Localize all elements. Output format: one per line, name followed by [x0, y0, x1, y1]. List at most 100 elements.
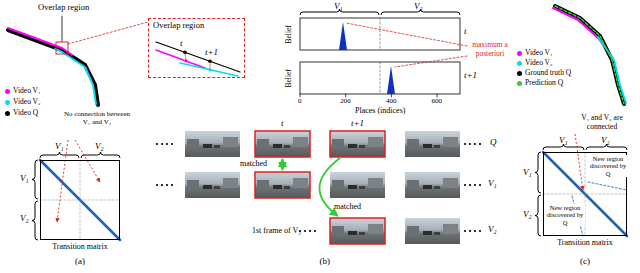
transition-matrix: Transition matrix — [40, 160, 120, 240]
tick-mark — [391, 94, 392, 97]
building — [223, 137, 238, 147]
legend-entry: Video Q — [5, 108, 38, 118]
ellipsis-dot — [479, 184, 481, 186]
legend-swatch — [5, 89, 10, 94]
prediction-line — [555, 6, 624, 104]
plot-axes — [300, 62, 460, 94]
matrix-diagonal — [40, 160, 120, 240]
legend-text: Video V₁ — [525, 48, 553, 57]
street-frame — [185, 131, 240, 157]
legend-text: Prediction Q — [525, 78, 563, 87]
segment-divider — [380, 62, 381, 94]
legend-entry: Video V₂ — [5, 97, 41, 107]
legend-entry: Video V₁ — [517, 48, 553, 58]
axis-label: V₂ — [414, 1, 423, 11]
building — [257, 180, 269, 188]
legend-swatch — [517, 51, 522, 56]
axis-label: V₁ — [523, 167, 532, 177]
legend-swatch — [5, 111, 10, 116]
axis-label: V₂ — [20, 213, 29, 223]
frame-border — [255, 131, 310, 157]
legend-text: Video Q — [13, 108, 38, 117]
axis-label: V₂ — [523, 209, 532, 219]
ellipsis-dot — [156, 143, 158, 145]
route-video-v2 — [55, 49, 96, 104]
building — [407, 139, 419, 147]
frame-image — [405, 131, 460, 157]
axis-label: V₂ — [95, 141, 104, 151]
ellipsis-dot — [469, 143, 471, 145]
match-label: matched — [240, 159, 267, 168]
car — [423, 231, 432, 235]
frame-image — [330, 218, 385, 244]
match-line — [210, 62, 211, 69]
car — [284, 145, 290, 148]
axis-title: Places (indices) — [355, 106, 405, 115]
brace — [32, 201, 38, 240]
legend-swatch — [517, 71, 522, 76]
note: V₁ and V₂ are connected — [568, 114, 636, 131]
ellipsis-dot — [474, 184, 476, 186]
legend-swatch — [5, 100, 10, 105]
overlap-box — [56, 42, 68, 54]
car — [359, 186, 365, 189]
car — [284, 186, 290, 189]
building — [368, 224, 383, 234]
route-video-v2 — [180, 63, 238, 76]
street-frame — [330, 218, 385, 244]
belief-peak — [387, 66, 395, 94]
tick-label: 600 — [432, 97, 443, 105]
ellipsis-dot — [171, 143, 173, 145]
tick-label: 0 — [298, 97, 302, 105]
legend-text: Video V₁ — [13, 86, 41, 95]
axis-label: V₁ — [559, 135, 568, 145]
street-frame — [255, 172, 310, 198]
frame-image — [330, 172, 385, 198]
match-label: matched — [334, 202, 361, 211]
brace — [40, 152, 79, 158]
ellipsis-dot — [304, 230, 306, 232]
row-label: V₂ — [488, 224, 497, 234]
frame-border — [185, 172, 240, 198]
legend-swatch — [517, 81, 522, 86]
building — [368, 178, 383, 188]
ellipsis-dot — [479, 143, 481, 145]
car — [423, 185, 432, 189]
leader-line — [346, 23, 467, 46]
position-label: t+1 — [205, 47, 218, 57]
street-frame — [405, 172, 460, 198]
building — [332, 139, 344, 147]
car — [273, 144, 282, 148]
node-heading: Transition matrix — [557, 238, 612, 247]
axis-label: V₁ — [20, 173, 29, 183]
match-line — [185, 53, 186, 60]
legend-text: Video V₂ — [525, 58, 553, 67]
ellipsis-dot — [469, 184, 471, 186]
note: No connection between V₁ and V₂ — [60, 110, 134, 126]
frame-border — [405, 218, 460, 244]
axis-label: V₂ — [601, 135, 610, 145]
tick-mark — [345, 94, 346, 97]
route-video-v1 — [8, 28, 72, 55]
street-frame — [185, 172, 240, 198]
node-heading: Transition matrix — [52, 242, 107, 251]
plot-axes — [300, 18, 460, 50]
building — [443, 137, 458, 147]
building — [368, 137, 383, 147]
axis-label: V₁ — [334, 1, 343, 11]
frame-image — [185, 131, 240, 157]
building — [332, 180, 344, 188]
legend-text: Ground truth Q — [525, 68, 571, 77]
tick-mark — [437, 94, 438, 97]
ellipsis-dot — [469, 230, 471, 232]
frame-label: 1st frame of V₂ — [252, 226, 301, 235]
route-video-v1 — [553, 8, 604, 46]
brace — [535, 195, 541, 236]
row-label: Q — [490, 137, 497, 147]
frame-image — [255, 172, 310, 198]
frame-image — [405, 218, 460, 244]
frame-image — [185, 172, 240, 198]
callout-label: Overlap region — [38, 3, 89, 13]
